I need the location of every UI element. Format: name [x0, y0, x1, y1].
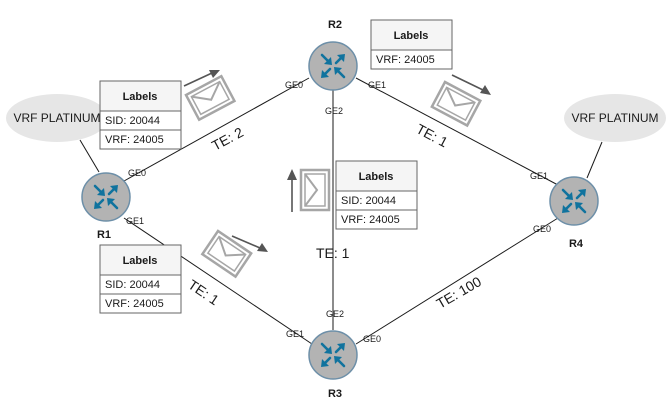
envelope-icon [430, 80, 482, 127]
label-box-r1-r3: Labels SID: 20044 VRF: 24005 [99, 244, 182, 314]
label-box-r1-r3-sid: SID: 20044 [105, 279, 160, 291]
vrf-cloud-left-label: VRF PLATINUM [13, 111, 100, 125]
direction-arrow-icon [183, 72, 213, 87]
r1-ge0-label: GE0 [128, 168, 146, 178]
packet-r1-r3 [201, 229, 268, 278]
router-r4-name: R4 [569, 238, 584, 250]
vrf-cloud-right: VRF PLATINUM [564, 94, 666, 142]
link-cloud-r4 [586, 141, 603, 179]
router-r4[interactable] [549, 176, 599, 226]
label-box-r1-r3-vrf: VRF: 24005 [105, 298, 164, 310]
label-box-r1-r3-title: Labels [123, 255, 158, 267]
links [79, 77, 603, 345]
label-box-r2-title: Labels [394, 30, 429, 42]
direction-arrow-icon [451, 74, 484, 91]
label-box-r2-r3: Labels SID: 20044 VRF: 24005 [335, 160, 418, 230]
te-r3-r4-label: TE: 100 [434, 273, 485, 311]
link-cloud-r1 [79, 139, 100, 173]
r2-ge2-label: GE2 [325, 106, 343, 116]
r3-ge1-label: GE1 [286, 329, 304, 339]
vrf-cloud-left: VRF PLATINUM [6, 94, 108, 142]
router-r2-name: R2 [328, 19, 342, 31]
r1-ge1-label: GE1 [126, 216, 144, 226]
label-box-r1-r2-title: Labels [123, 91, 158, 103]
packet-r1-r2 [183, 70, 236, 121]
direction-arrow-icon [231, 235, 261, 249]
packet-r2-r4 [430, 74, 491, 127]
packet-r2-r3 [287, 168, 331, 212]
te-r1-r2-label: TE: 2 [209, 124, 246, 154]
envelope-icon [299, 168, 331, 212]
vrf-cloud-right-label: VRF PLATINUM [571, 111, 658, 125]
router-r2[interactable] [308, 41, 358, 91]
label-box-r2-r3-title: Labels [359, 171, 394, 183]
r4-ge0-label: GE0 [533, 224, 551, 234]
te-r2-r3-label: TE: 1 [316, 245, 350, 261]
label-box-r2-vrf: VRF: 24005 [376, 54, 435, 66]
router-r1[interactable] [81, 172, 131, 222]
label-box-r1-r2-sid: SID: 20044 [105, 115, 160, 127]
router-r3[interactable] [308, 330, 358, 380]
router-r3-name: R3 [328, 388, 342, 400]
envelope-icon [184, 74, 236, 121]
r2-ge1-label: GE1 [368, 80, 386, 90]
link-r1-r2 [123, 77, 310, 182]
link-r1-r3 [123, 217, 313, 345]
r3-ge2-label: GE2 [326, 309, 344, 319]
r4-ge1-label: GE1 [530, 171, 548, 181]
router-r1-name: R1 [97, 229, 111, 241]
label-box-r2-r3-vrf: VRF: 24005 [341, 214, 400, 226]
label-box-r2-r3-sid: SID: 20044 [341, 195, 396, 207]
envelope-icon [201, 229, 253, 278]
link-r3-r4 [355, 217, 559, 345]
r3-ge0-label: GE0 [363, 334, 381, 344]
link-r2-r4 [355, 77, 559, 186]
label-box-r1-r2-vrf: VRF: 24005 [105, 134, 164, 146]
label-box-r2: Labels VRF: 24005 [370, 19, 453, 70]
r2-ge0-label: GE0 [285, 80, 303, 90]
label-box-r1-r2: Labels SID: 20044 VRF: 24005 [99, 80, 182, 150]
te-r1-r3-label: TE: 1 [185, 276, 222, 308]
